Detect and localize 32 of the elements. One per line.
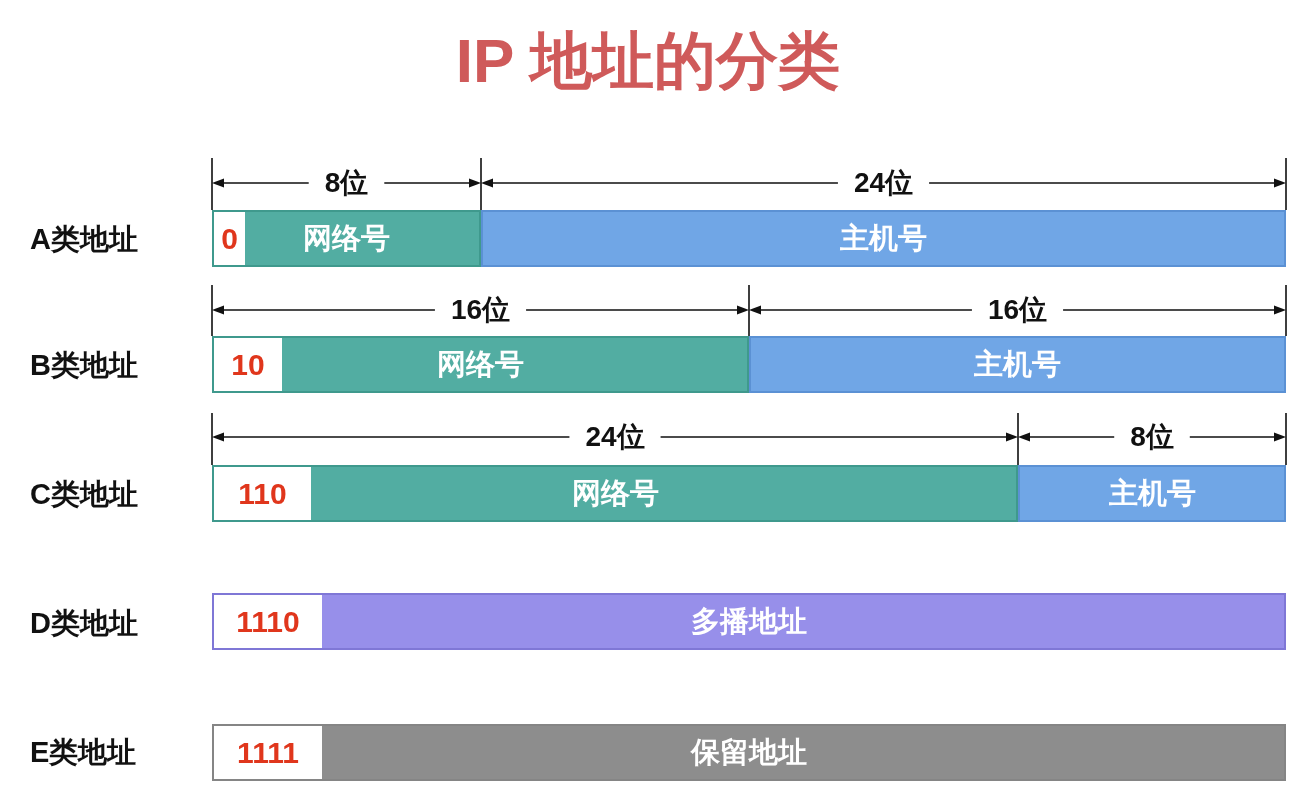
segment-label: 主机号 <box>974 348 1061 381</box>
segment-label: 网络号 <box>303 222 390 255</box>
prefix-box: 1111 <box>214 726 322 779</box>
segment-label: 网络号 <box>437 348 524 381</box>
address-segment <box>749 336 1286 393</box>
dimension-label: 8位 <box>1130 421 1174 453</box>
title: IP 地址的分类 <box>455 30 841 92</box>
prefix-box: 0 <box>214 212 245 265</box>
address-segment <box>212 336 749 393</box>
address-segment <box>212 465 1018 522</box>
address-segment <box>481 210 1286 267</box>
dimension-label: 24位 <box>585 421 645 453</box>
segment-label: 多播地址 <box>691 605 807 638</box>
prefix-box: 1110 <box>214 595 322 648</box>
row-label: D类地址 <box>30 608 138 640</box>
row-label: E类地址 <box>30 737 137 769</box>
address-segment <box>212 724 1286 781</box>
row-label: C类地址 <box>30 479 138 511</box>
address-segment <box>212 593 1286 650</box>
dimension-label: 16位 <box>987 294 1048 326</box>
segment-label: 主机号 <box>1108 477 1196 510</box>
row-label: B类地址 <box>30 350 138 382</box>
address-segment <box>1018 465 1286 522</box>
row-label: A类地址 <box>30 224 138 256</box>
segment-label: 保留地址 <box>691 736 807 769</box>
segment-label: 主机号 <box>840 222 927 255</box>
dimension-label: 16位 <box>450 294 511 326</box>
address-segment <box>212 210 481 267</box>
prefix-box: 110 <box>214 467 311 520</box>
prefix-box: 10 <box>214 338 282 391</box>
segment-label: 网络号 <box>571 477 659 510</box>
dimension-label: 8位 <box>324 167 369 199</box>
